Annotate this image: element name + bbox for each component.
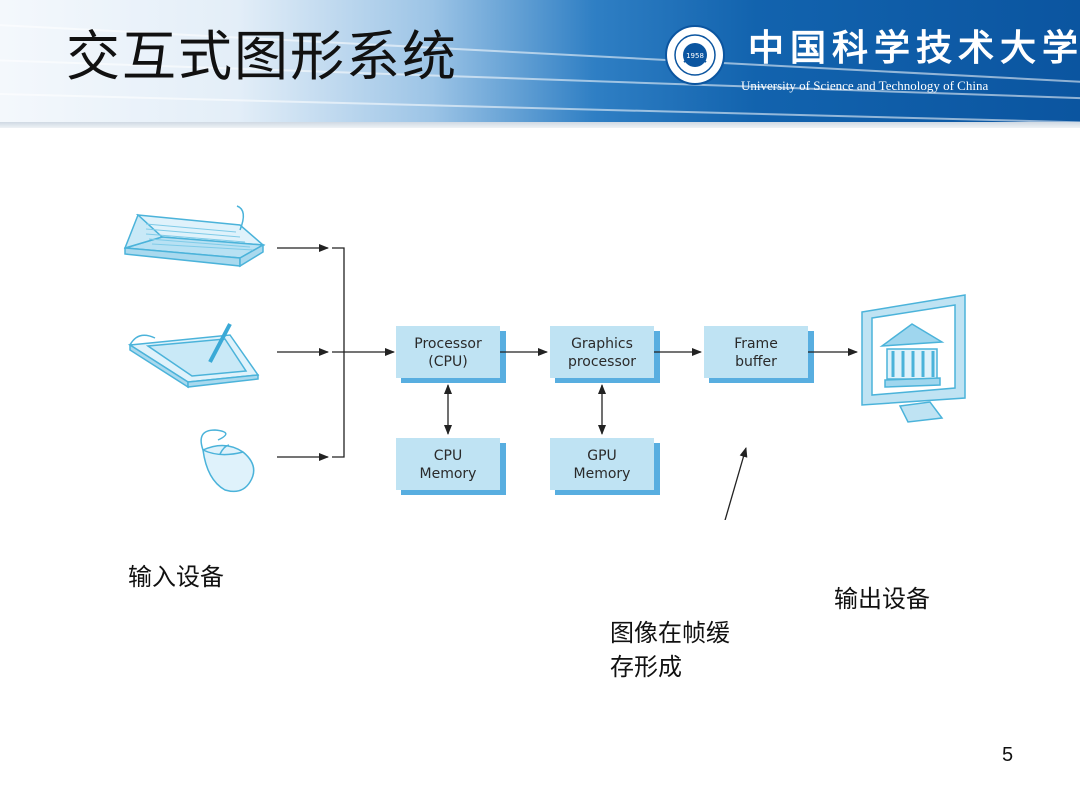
framebuffer-label-line1: Frame [734, 336, 778, 352]
framebuffer-label-line2: buffer [735, 354, 777, 370]
graphics-label-line1: Graphics [571, 336, 633, 352]
keyboard-icon [123, 205, 266, 268]
processor-cpu-box: Processor (CPU) [396, 326, 506, 383]
cpu-memory-label-line2: Memory [420, 466, 477, 482]
header-banner [0, 0, 1080, 122]
framebuffer-note-line1: 图像在帧缓 [610, 619, 730, 647]
graphics-system-diagram: Processor (CPU) Graphics processor Frame… [123, 205, 966, 520]
gpu-memory-box: GPU Memory [550, 438, 660, 495]
processor-label-line1: Processor [414, 336, 482, 352]
university-seal-logo: 1958 [665, 25, 725, 85]
framebuffer-note-line2: 存形成 [610, 653, 682, 681]
cpu-memory-label-line1: CPU [434, 448, 462, 464]
university-name-cn: 中国科学技术大学 [748, 27, 1080, 69]
header-divider [0, 122, 1080, 128]
header-stripe [0, 92, 1080, 122]
university-name-en: University of Science and Technology of … [741, 78, 989, 93]
monitor-icon [861, 294, 966, 423]
mouse-icon [200, 429, 255, 493]
cpu-memory-box: CPU Memory [396, 438, 506, 495]
page-number: 5 [1002, 744, 1014, 766]
seal-year: 1958 [686, 52, 704, 60]
processor-label-line2: (CPU) [428, 354, 467, 370]
input-devices-label: 输入设备 [128, 563, 224, 591]
graphics-processor-box: Graphics processor [550, 326, 660, 383]
graphics-label-line2: processor [568, 354, 636, 370]
slide-title: 交互式图形系统 [66, 25, 458, 88]
gpu-memory-label-line2: Memory [574, 466, 631, 482]
output-devices-label: 输出设备 [834, 585, 930, 613]
frame-buffer-box: Frame buffer [704, 326, 814, 383]
tablet-icon [127, 323, 260, 389]
gpu-memory-label-line1: GPU [587, 448, 617, 464]
